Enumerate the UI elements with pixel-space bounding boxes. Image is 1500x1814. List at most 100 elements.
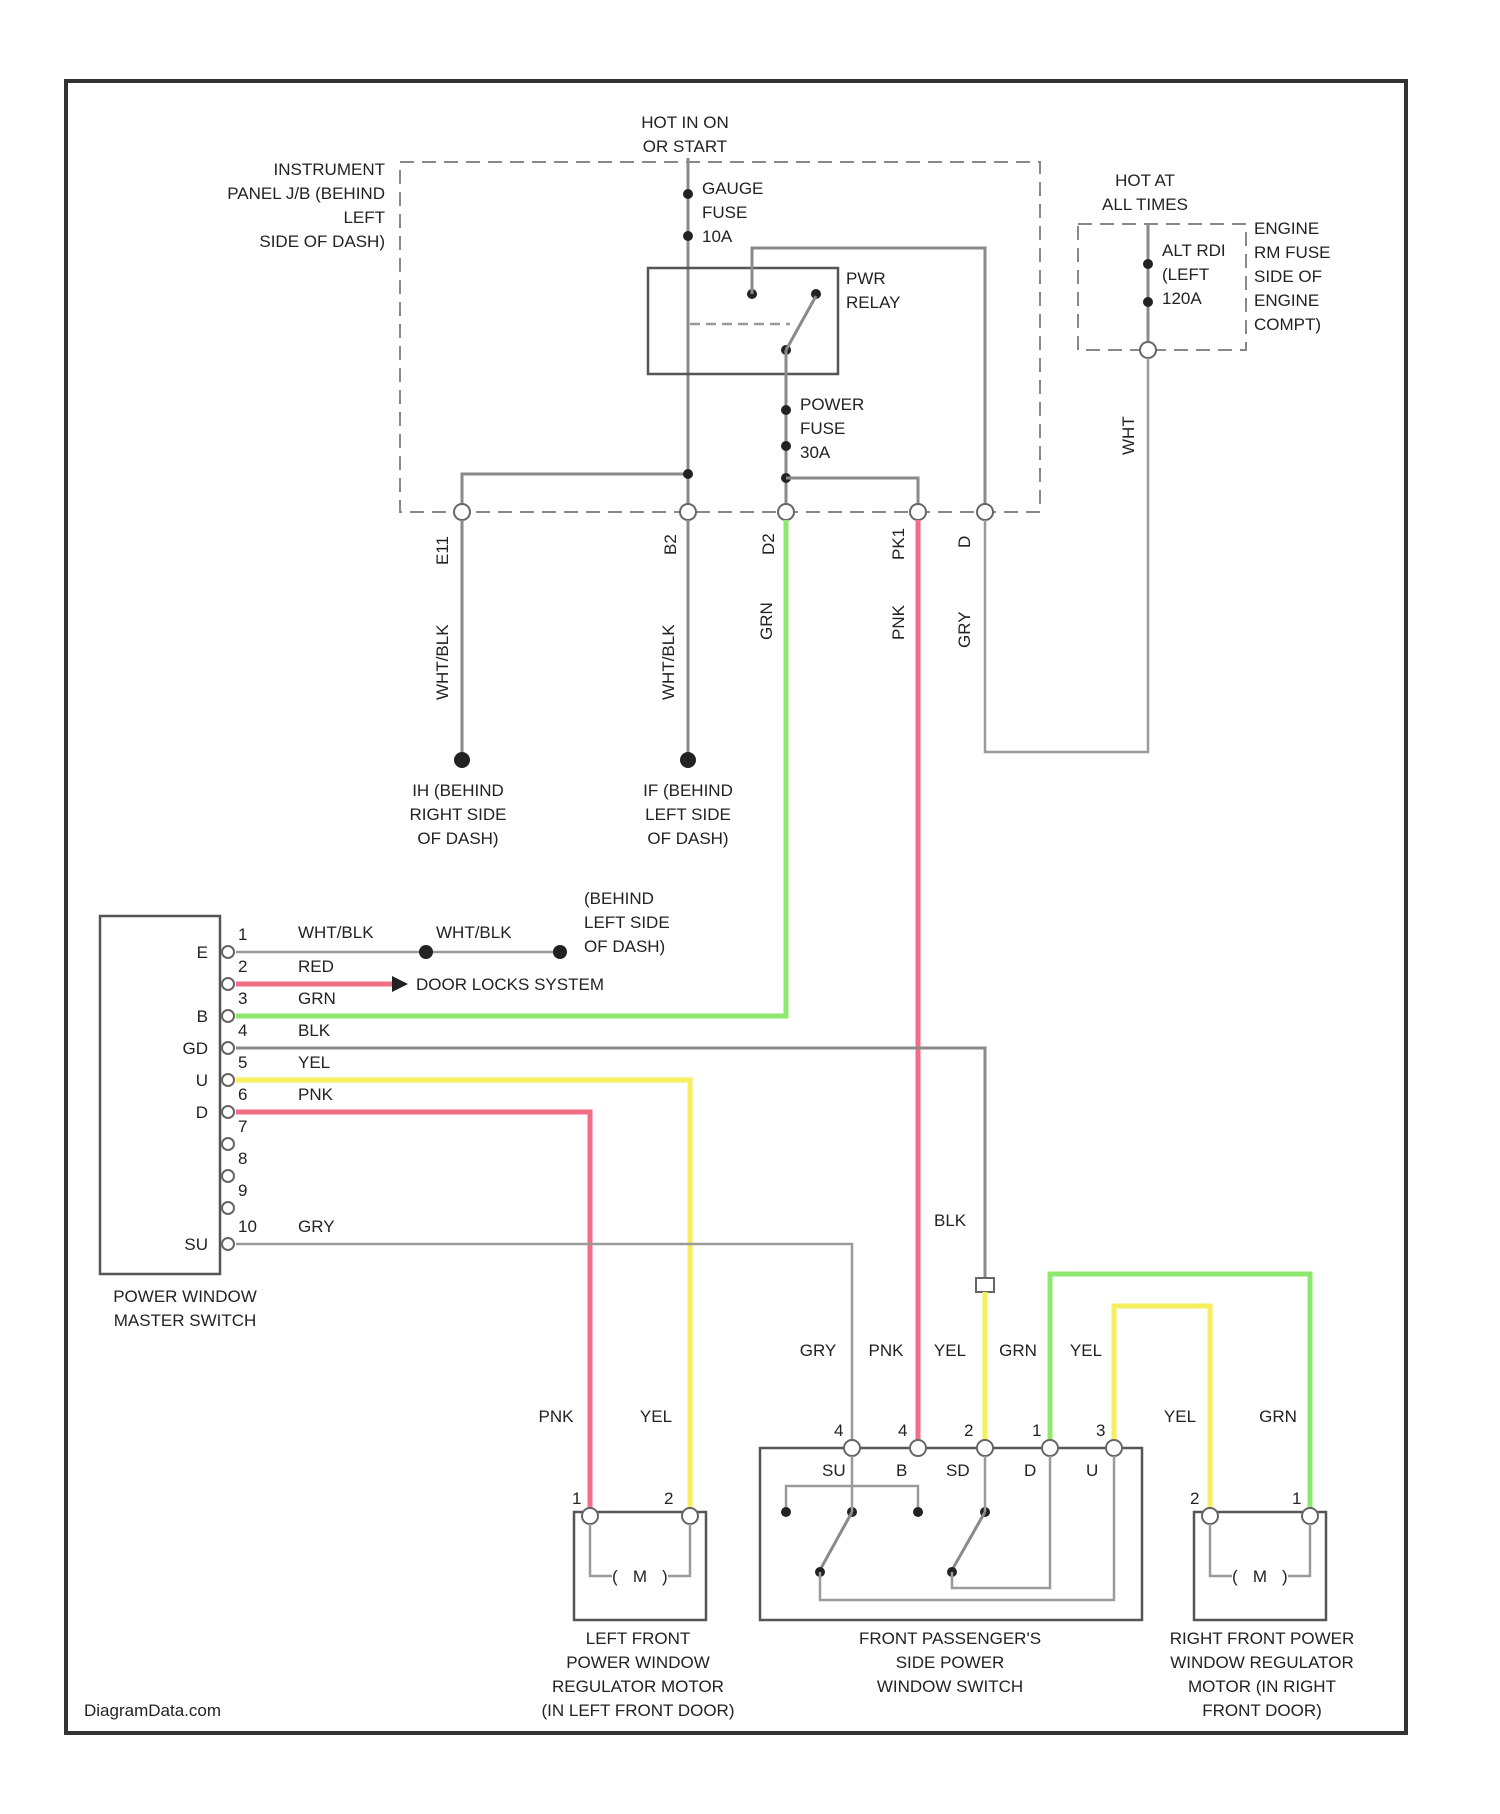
rf-motor-paren: ( <box>1232 1567 1238 1586</box>
pass-pin-4: 4 <box>834 1421 843 1440</box>
rf-motor-internal-2 <box>1288 1524 1310 1576</box>
alt-fuse-label-3: 120A <box>1162 289 1202 308</box>
ground-if-label-3: OF DASH) <box>647 829 728 848</box>
lf-pin-2-label: 2 <box>664 1489 673 1508</box>
blk-wire-label: BLK <box>934 1211 967 1230</box>
msw-pin-4: 4 <box>238 1021 247 1040</box>
lf-motor-internal-2 <box>668 1524 690 1576</box>
rf-wire-yel: YEL <box>1164 1407 1196 1426</box>
msw-yel-wire <box>236 1080 690 1508</box>
alt-fuse-label-2: (LEFT <box>1162 265 1209 284</box>
power-fuse-label-2: FUSE <box>800 419 845 438</box>
alt-fuse-label: ALT RDI <box>1162 241 1226 260</box>
msw-pin-5: 5 <box>238 1053 247 1072</box>
instrument-panel-label-4: SIDE OF DASH) <box>259 232 385 251</box>
lf-motor-paren: ( <box>612 1567 618 1586</box>
gauge-fuse-dot-top <box>683 189 693 199</box>
engine-fuse-label-4: ENGINE <box>1254 291 1319 310</box>
msw-wire-gry: GRY <box>298 1217 335 1236</box>
door-locks-arrow <box>392 976 408 992</box>
connector-pk1: PK1 <box>889 528 908 560</box>
hot-in-on-label-2: OR START <box>643 137 727 156</box>
behind-left-label: (BEHIND <box>584 889 654 908</box>
pass-term-sd: SD <box>946 1461 970 1480</box>
engine-fuse-label-3: SIDE OF <box>1254 267 1322 286</box>
msw-wire-pnk: PNK <box>298 1085 334 1104</box>
behind-left-label-3: OF DASH) <box>584 937 665 956</box>
msw-term-gd: GD <box>183 1039 209 1058</box>
msw-wht-blk-dot-2 <box>553 945 567 959</box>
msw-wire-grn: GRN <box>298 989 336 1008</box>
instrument-panel-label-3: LEFT <box>343 208 385 227</box>
gauge-fuse-label-2: FUSE <box>702 203 747 222</box>
engine-fuse-label-2: RM FUSE <box>1254 243 1331 262</box>
connector-e11: E11 <box>433 536 452 565</box>
msw-wire-red: RED <box>298 957 334 976</box>
door-locks-system-label: DOOR LOCKS SYSTEM <box>416 975 604 994</box>
diagram-frame <box>66 81 1406 1733</box>
lf-motor-label: LEFT FRONT <box>586 1629 691 1648</box>
lf-motor-pin-2 <box>682 1508 698 1524</box>
pwr-relay-box <box>648 268 838 374</box>
ground-bus-wire <box>462 474 688 508</box>
pass-wire-gry: GRY <box>800 1341 837 1360</box>
pass-wire-yel: YEL <box>934 1341 966 1360</box>
msw-pin-10: 10 <box>238 1217 257 1236</box>
hot-in-on-label: HOT IN ON <box>641 113 729 132</box>
rf-motor-internal <box>1210 1524 1232 1576</box>
relay-switch-arm <box>786 296 816 350</box>
pwr-relay-label: PWR <box>846 269 886 288</box>
pass-wire-yel2: YEL <box>1070 1341 1102 1360</box>
msw-term-b: B <box>197 1007 208 1026</box>
rf-motor-label: RIGHT FRONT POWER <box>1170 1629 1355 1648</box>
msw-wire-wht-blk-2: WHT/BLK <box>436 923 512 942</box>
rf-motor-pin-2 <box>1202 1508 1218 1524</box>
wht-blk-wire-label-2: WHT/BLK <box>659 624 678 700</box>
power-fuse-dot-1 <box>781 405 791 415</box>
msw-pnk-wire <box>236 1112 590 1508</box>
pass-wire-pnk: PNK <box>869 1341 905 1360</box>
hot-at-all-times-label-2: ALL TIMES <box>1102 195 1188 214</box>
rf-wire-grn: GRN <box>1259 1407 1297 1426</box>
rf-pin-2-label: 2 <box>1190 1489 1199 1508</box>
msw-term-e: E <box>197 943 208 962</box>
rf-motor-pin-1 <box>1302 1508 1318 1524</box>
msw-wire-blk: BLK <box>298 1021 331 1040</box>
master-switch-label-2: MASTER SWITCH <box>114 1311 257 1330</box>
master-switch-pins <box>222 946 234 1250</box>
lf-pin-1-label: 1 <box>572 1489 581 1508</box>
msw-pin-3: 3 <box>238 989 247 1008</box>
ground-if-label-2: LEFT SIDE <box>645 805 731 824</box>
ground-if-label: IF (BEHIND <box>643 781 733 800</box>
lf-motor-paren-2: ) <box>662 1567 668 1586</box>
lf-motor-label-3: REGULATOR MOTOR <box>552 1677 724 1696</box>
engine-fuse-label-5: COMPT) <box>1254 315 1321 334</box>
instrument-panel-label: INSTRUMENT <box>274 160 385 179</box>
power-fuse-dot-2 <box>781 441 791 451</box>
left-front-motor-box <box>574 1512 706 1620</box>
rf-pin-1-label: 1 <box>1292 1489 1301 1508</box>
pwr-relay-label-2: RELAY <box>846 293 901 312</box>
pass-term-d: D <box>1024 1461 1036 1480</box>
lf-motor-label-2: POWER WINDOW <box>566 1653 710 1672</box>
connector-b2: B2 <box>661 534 680 555</box>
gauge-fuse-label: GAUGE <box>702 179 763 198</box>
pass-switch-label-3: WINDOW SWITCH <box>877 1677 1023 1696</box>
grn-wire-label: GRN <box>757 602 776 640</box>
pass-pin-1: 1 <box>1032 1421 1041 1440</box>
pass-pin-2: 2 <box>964 1421 973 1440</box>
msw-blk-wire <box>236 1048 985 1282</box>
rf-motor-label-4: FRONT DOOR) <box>1202 1701 1322 1720</box>
lf-motor-label-4: (IN LEFT FRONT DOOR) <box>542 1701 735 1720</box>
gauge-fuse-dot-bottom <box>683 231 693 241</box>
ground-ih-label-2: RIGHT SIDE <box>410 805 507 824</box>
pass-term-su: SU <box>822 1461 846 1480</box>
connector-d2: D2 <box>759 533 778 555</box>
ground-ih-label-3: OF DASH) <box>417 829 498 848</box>
engine-fuse-label: ENGINE <box>1254 219 1319 238</box>
pass-pin-4b: 4 <box>898 1421 907 1440</box>
alt-fuse-pin <box>1140 342 1156 358</box>
msw-pin-1: 1 <box>238 925 247 944</box>
alt-fuse-dot-1 <box>1143 259 1153 269</box>
